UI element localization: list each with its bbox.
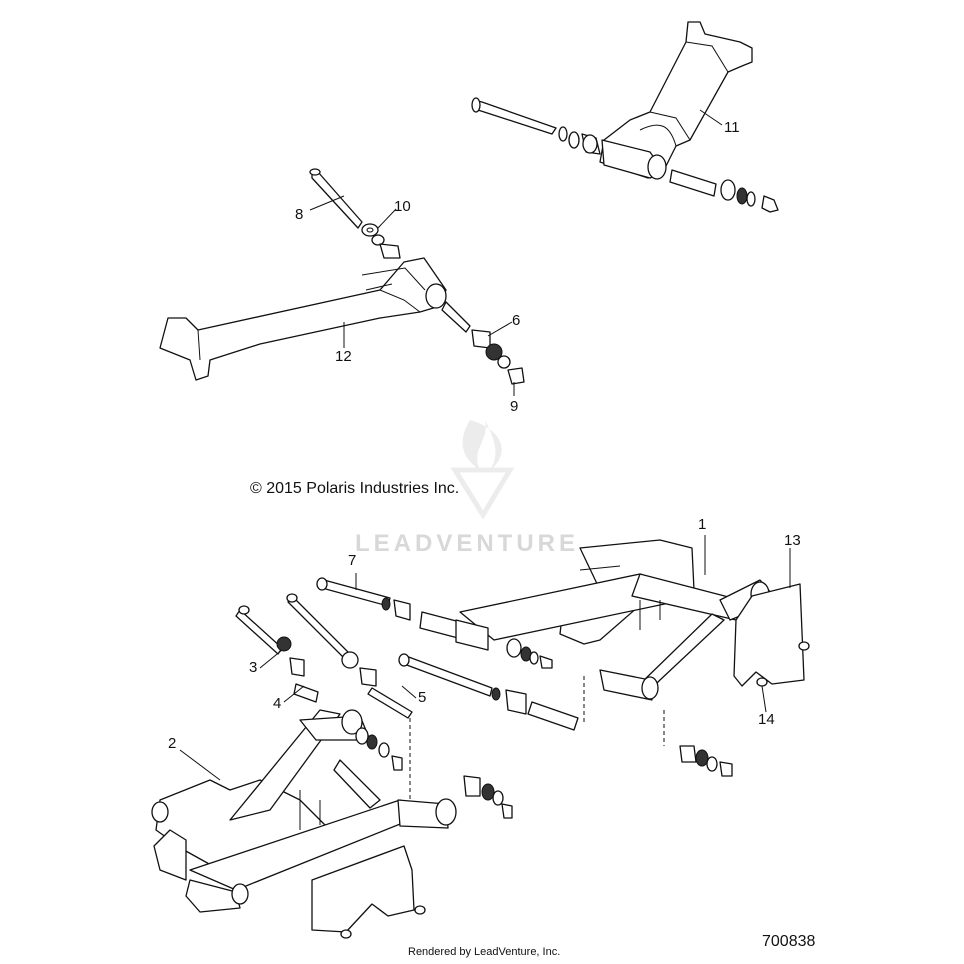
- part-11-upper-arm: [599, 21, 753, 180]
- part-6-bushing: [441, 301, 511, 369]
- part-11-sleeve: [669, 169, 779, 213]
- part-7-bolt: [316, 577, 553, 669]
- part-right-bushing: [679, 745, 733, 777]
- part-3-4-bushings: [235, 605, 319, 703]
- part-8-bolt: [309, 168, 363, 229]
- watermark-logo-icon: [450, 420, 515, 520]
- callout-10: 10: [394, 198, 411, 215]
- callout-12: 12: [335, 348, 352, 365]
- part-2-frame: [151, 709, 457, 913]
- part-13-plate: [733, 583, 805, 687]
- part-5-bolt: [286, 593, 413, 719]
- rendered-by-text: Rendered by LeadVenture, Inc.: [408, 946, 561, 958]
- part-11-bolt: [471, 97, 601, 155]
- callout-13: 13: [784, 532, 801, 549]
- diagram-number: 700838: [762, 933, 816, 950]
- part-1-frame: [459, 539, 773, 701]
- callout-7: 7: [348, 552, 357, 569]
- watermark-text: LEADVENTURE: [355, 530, 580, 557]
- callout-9: 9: [510, 398, 519, 415]
- callout-1: 1: [698, 516, 707, 533]
- callout-8: 8: [295, 206, 304, 223]
- callout-4: 4: [273, 695, 282, 712]
- callout-6: 6: [512, 312, 521, 329]
- callout-11: 11: [724, 119, 740, 136]
- part-2-bushings: [355, 727, 513, 819]
- copyright-text: © 2015 Polaris Industries Inc.: [250, 480, 460, 497]
- callout-5: 5: [418, 689, 427, 706]
- part-2-plate: [311, 845, 426, 939]
- part-14-screw: [756, 641, 810, 687]
- part-9-nut: [507, 367, 525, 385]
- part-middle-bolt: [398, 653, 579, 731]
- callout-2: 2: [168, 735, 177, 752]
- callout-3: 3: [249, 659, 258, 676]
- part-10-washer: [361, 223, 401, 259]
- callout-14: 14: [758, 711, 775, 728]
- leader-lines: [179, 109, 791, 781]
- part-12-lower-arm: [159, 257, 447, 381]
